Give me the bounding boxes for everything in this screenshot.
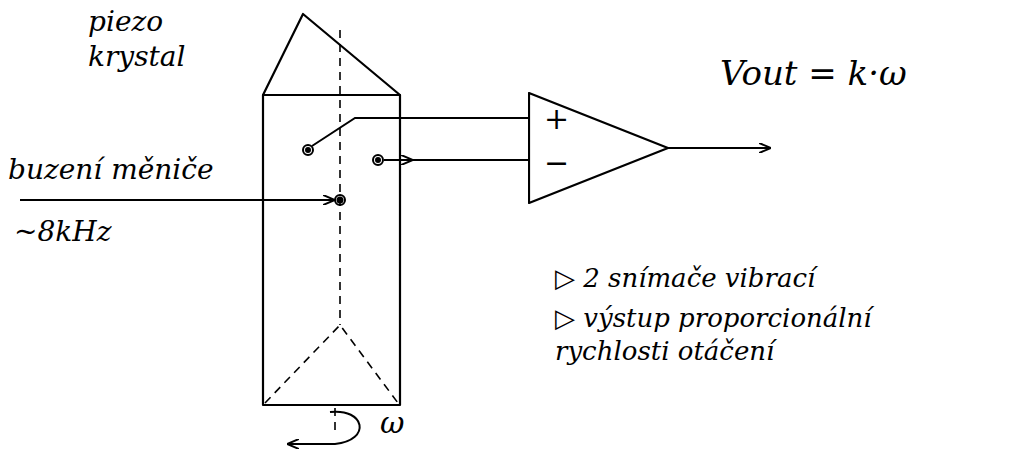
piezo-prism	[263, 14, 400, 405]
input-sign: −	[544, 148, 569, 178]
op-amp: +−	[528, 92, 670, 204]
note: ▷ 2 snímače vibrací	[555, 262, 815, 295]
frequency-label: ~8kHz	[14, 214, 111, 249]
signal-name: buzení měniče	[8, 152, 214, 187]
symbol-label: ω	[380, 404, 404, 442]
part-name: piezo krystal	[88, 4, 218, 74]
output-formula: Vout = k·ω	[720, 52, 907, 95]
input-sign: +	[544, 104, 569, 134]
note: ▷ výstup proporcionální rychlosti otáčen…	[555, 302, 985, 367]
rotation-arrow	[288, 408, 360, 444]
electrodes	[303, 145, 383, 205]
